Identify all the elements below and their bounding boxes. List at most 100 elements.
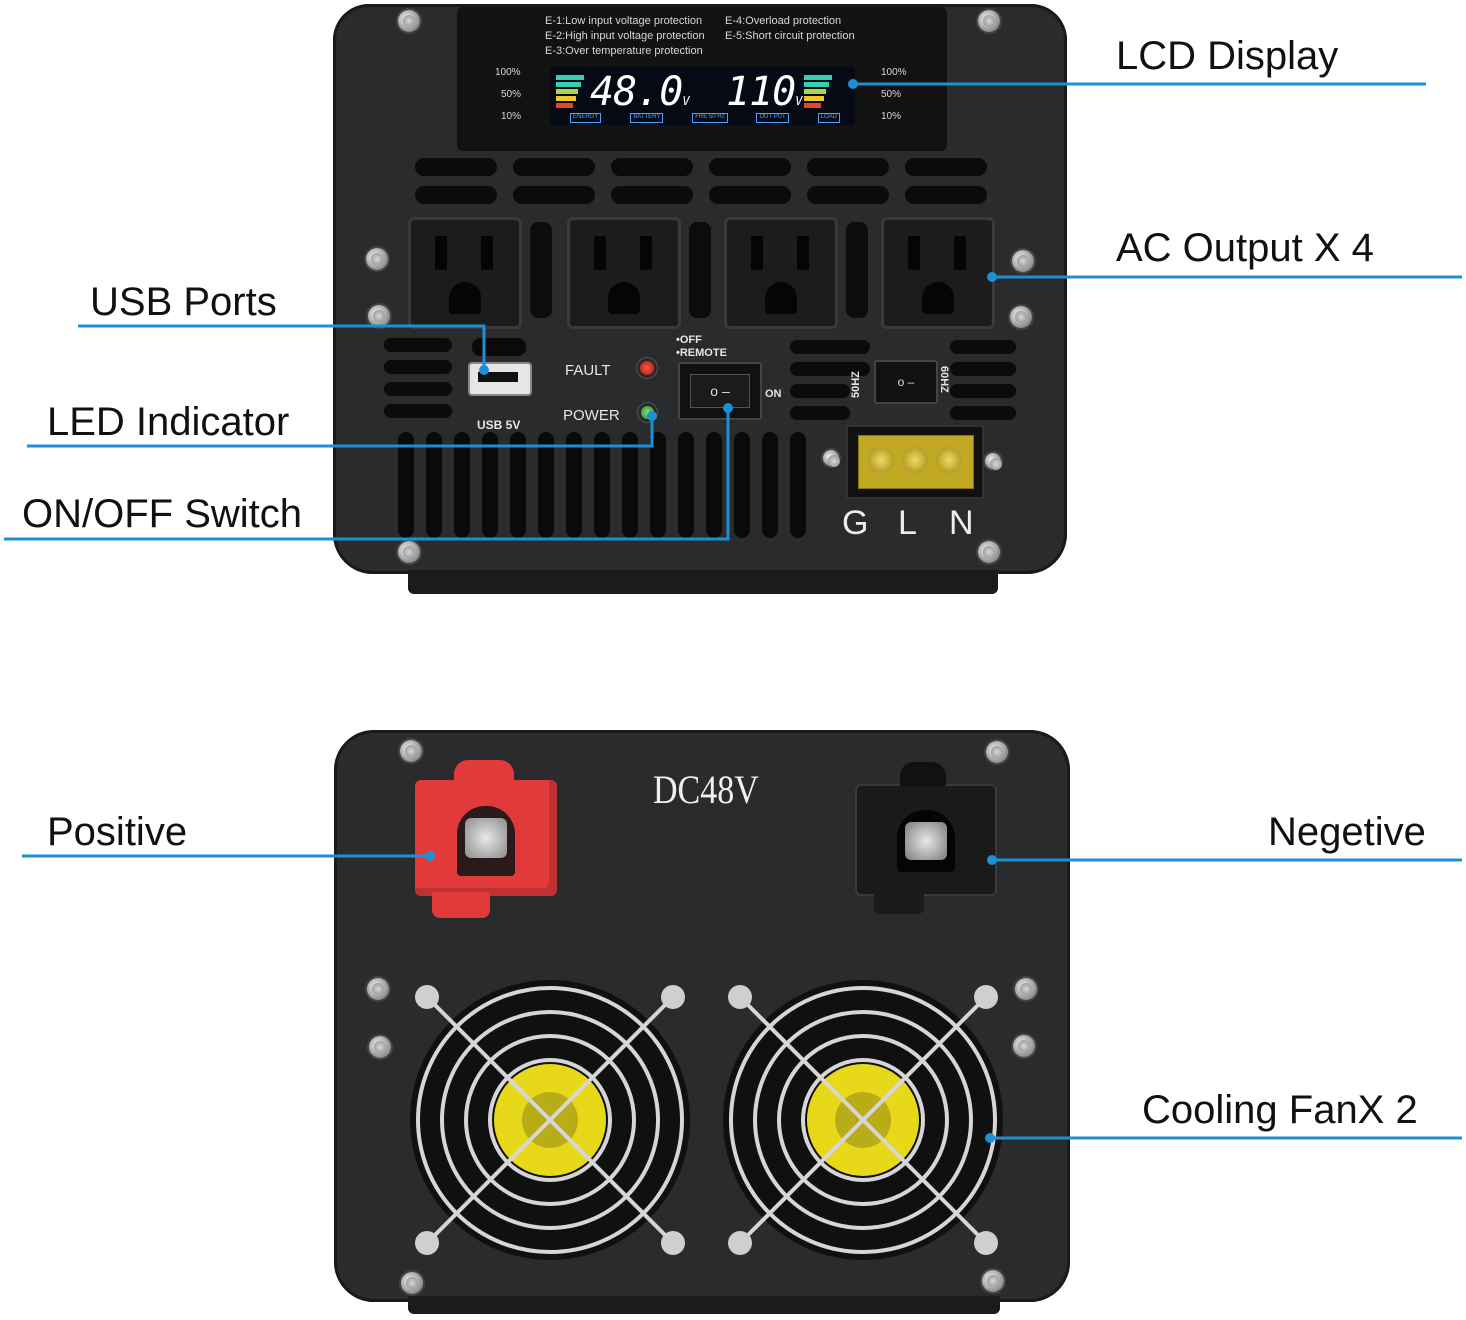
outlet-gap [530, 222, 552, 318]
vent-slot [611, 158, 693, 176]
ac-outlet-1[interactable] [408, 217, 522, 329]
vent-slot [905, 186, 987, 204]
screw-icon [368, 305, 390, 327]
positive-terminal-cap-top [454, 760, 514, 786]
callout-negative: Negetive [1268, 810, 1426, 854]
screw-icon [978, 541, 1000, 563]
vent-slot [384, 360, 452, 374]
vent-slot [384, 382, 452, 396]
lcd-battery-voltage: 48.0V [590, 69, 690, 115]
fault-led [640, 361, 654, 375]
switch-off-label: •OFF [676, 334, 702, 346]
switch-on-label: ON [765, 388, 782, 400]
ac-terminal-block[interactable] [846, 425, 984, 499]
vent-slot [513, 186, 595, 204]
vent-slot [384, 404, 452, 418]
vent-slot [594, 432, 610, 538]
screw-icon [401, 1272, 423, 1294]
vent-slot [415, 186, 497, 204]
switch-remote-label: •REMOTE [676, 347, 727, 359]
vent-slot [709, 186, 791, 204]
screw-icon [369, 1036, 391, 1058]
terminal-label-n: N [949, 504, 974, 542]
callout-cooling-fan: Cooling FanX 2 [1142, 1088, 1418, 1132]
negative-terminal[interactable] [855, 784, 997, 896]
callout-led-indicator: LED Indicator [47, 400, 290, 444]
screw-icon [823, 450, 840, 467]
vent-slot [790, 384, 850, 398]
vent-slot [950, 362, 1016, 376]
error-code-e4: E-4:Overload protection [725, 15, 842, 27]
fault-label: FAULT [565, 362, 611, 379]
fan-grille-icon [729, 986, 997, 1254]
screw-icon [1013, 1035, 1035, 1057]
lcd-tab-output: OUT PUT [756, 113, 789, 123]
frequency-switch[interactable]: o – [874, 360, 938, 404]
vent-slot [454, 432, 470, 538]
terminal-label-l: L [898, 504, 917, 542]
vent-slot [762, 432, 778, 538]
scale-left-100: 100% [495, 67, 521, 78]
lcd-battery-value: 48.0 [590, 69, 683, 115]
vent-slot [807, 186, 889, 204]
vent-slot [510, 432, 526, 538]
vent-slot [611, 186, 693, 204]
vent-slot [650, 432, 666, 538]
lcd-screen: 48.0V 110V ENERGY BATTERY FRE 50 Hz OUT … [550, 67, 855, 125]
vent-slot [950, 384, 1016, 398]
lcd-tab-frequency: FRE 50 Hz [692, 113, 728, 123]
lcd-housing: E-1:Low input voltage protection E-2:Hig… [457, 7, 947, 151]
lcd-battery-unit: V [682, 94, 689, 108]
callout-ac-output: AC Output X 4 [1116, 226, 1374, 270]
screw-icon [1010, 306, 1032, 328]
leader-led-indicator [27, 416, 654, 448]
scale-left-50: 50% [501, 89, 522, 100]
outlet-gap [689, 222, 711, 318]
voltage-label: DC48V [653, 767, 759, 812]
vent-slot [905, 158, 987, 176]
screw-icon [982, 1270, 1004, 1292]
lcd-output-unit: V [795, 94, 802, 108]
ac-outlet-4[interactable] [881, 217, 995, 329]
screw-icon [398, 10, 420, 32]
vent-slot [538, 432, 554, 538]
lcd-output-value: 110 [726, 69, 796, 115]
vent-slot [790, 432, 806, 538]
usb-port-icon[interactable] [468, 362, 532, 396]
leader-usb-ports [78, 324, 486, 370]
on-off-switch[interactable]: o – [678, 362, 762, 420]
vent-slot [622, 432, 638, 538]
vent-slot [734, 432, 750, 538]
usb-label: USB 5V [477, 418, 521, 432]
terminal-label-g: G [842, 504, 869, 542]
lcd-tab-row: ENERGY BATTERY FRE 50 Hz OUT PUT LOAD [570, 113, 840, 123]
ac-outlet-2[interactable] [567, 217, 681, 329]
scale-right-10: 10% [881, 111, 902, 122]
power-label: POWER [563, 407, 620, 424]
negative-terminal-tab [874, 892, 924, 914]
vent-slot [566, 432, 582, 538]
vent-slot [790, 340, 870, 354]
screw-icon [986, 741, 1008, 763]
vent-slot [415, 158, 497, 176]
cooling-fan-2 [723, 980, 1003, 1260]
lcd-output-voltage: 110V [726, 69, 803, 115]
ac-outlet-3[interactable] [724, 217, 838, 329]
vent-slot [678, 432, 694, 538]
screw-icon [978, 10, 1000, 32]
error-code-e2: E-2:High input voltage protection [545, 30, 705, 42]
vent-slot [398, 432, 414, 538]
energy-level-bars [556, 75, 584, 109]
callout-positive: Positive [47, 810, 188, 854]
positive-terminal-tab [432, 892, 490, 918]
scale-right-100: 100% [881, 67, 907, 78]
outlet-gap [846, 222, 868, 318]
fan-grille-icon [416, 986, 684, 1254]
vent-slot [384, 338, 452, 352]
callout-lcd-display: LCD Display [1116, 34, 1339, 78]
screw-icon [366, 248, 388, 270]
vent-slot [807, 158, 889, 176]
rear-base-foot [408, 1296, 1000, 1314]
positive-terminal[interactable] [415, 780, 557, 896]
